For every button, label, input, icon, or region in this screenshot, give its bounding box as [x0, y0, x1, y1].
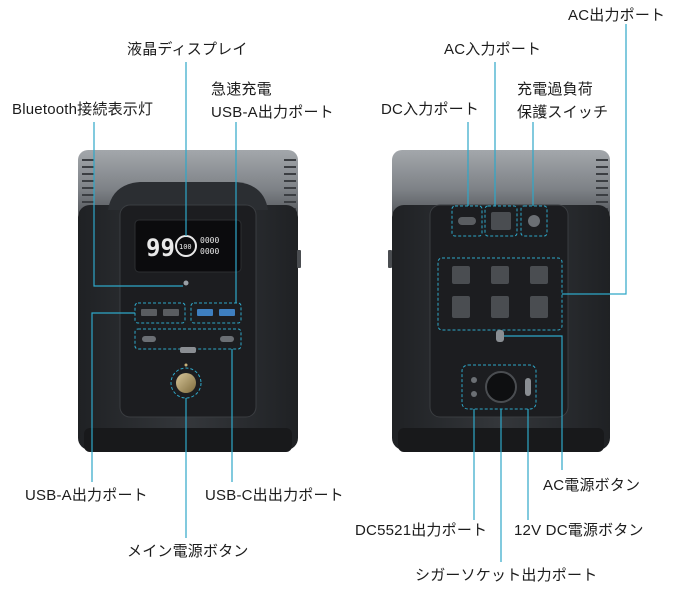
label-fast-usb-a-line1: 急速充電	[211, 81, 272, 98]
label-fast-usb-a-line2: USB-A出力ポート	[211, 104, 334, 121]
overload-switch[interactable]	[528, 215, 540, 227]
usb-a-port[interactable]	[163, 309, 179, 316]
label-main-power-button: メイン電源ボタン	[127, 543, 249, 560]
label-overload-switch: 充電過負荷 保護スイッチ	[517, 78, 608, 124]
ac-power-button[interactable]	[496, 330, 504, 342]
leader-ac-output	[562, 24, 627, 295]
fast-usb-a-group	[190, 302, 242, 324]
main-power-button[interactable]	[176, 373, 196, 393]
cigarette-socket[interactable]	[485, 371, 517, 403]
ac-outlet[interactable]	[452, 266, 470, 284]
leader-lines	[91, 24, 627, 562]
ac-outlets	[452, 266, 548, 318]
usb-c-port[interactable]	[142, 336, 156, 342]
rear-unit	[388, 150, 610, 452]
dc5521-port[interactable]	[471, 377, 477, 383]
display-percent: 100	[179, 243, 192, 251]
ac-outlet[interactable]	[491, 296, 509, 318]
ac-outlet[interactable]	[452, 296, 470, 318]
ac-outlet[interactable]	[530, 266, 548, 284]
label-dc5521-output: DC5521出力ポート	[355, 522, 488, 539]
main-power-button-ring	[170, 367, 202, 399]
front-unit: 99 100 0000 0000	[78, 150, 301, 452]
usb-c-group	[134, 328, 242, 350]
front-handle	[108, 182, 268, 210]
usb-a-port[interactable]	[141, 309, 157, 316]
dc12v-power-button[interactable]	[525, 378, 531, 396]
label-cigarette-output: シガーソケット出力ポート	[415, 567, 598, 584]
display-row-2: 0000	[200, 247, 219, 256]
display-big-digits: 99	[146, 234, 175, 262]
label-dc-input: DC入力ポート	[381, 101, 480, 118]
label-usb-a-output: USB-A出力ポート	[25, 487, 148, 504]
power-led	[184, 363, 188, 367]
ac-outlet[interactable]	[491, 266, 509, 284]
label-bluetooth-indicator: Bluetooth接続表示灯	[12, 101, 154, 118]
label-dc12v-power-button: 12V DC電源ボタン	[514, 522, 644, 539]
bluetooth-indicator	[183, 280, 189, 286]
leader-ac-power-button	[504, 335, 563, 470]
usb-c-port[interactable]	[220, 336, 234, 342]
ac-input-port[interactable]	[491, 212, 511, 230]
rear-side-button	[388, 250, 392, 268]
dc5521-port[interactable]	[471, 391, 477, 397]
dc-input-group	[451, 205, 483, 237]
label-overload-switch-line2: 保護スイッチ	[517, 104, 609, 121]
ac-outlet[interactable]	[530, 296, 548, 318]
usb-toggle[interactable]	[180, 347, 196, 353]
lcd-display	[134, 219, 242, 273]
display-row-1: 0000	[200, 236, 219, 245]
label-ac-power-button: AC電源ボタン	[543, 477, 641, 494]
overload-switch-group	[520, 205, 548, 237]
leader-bluetooth	[93, 122, 183, 287]
label-usb-c-output: USB-C出出力ポート	[205, 487, 344, 504]
leader-usb-a	[91, 312, 135, 482]
label-lcd-display: 液晶ディスプレイ	[127, 41, 248, 58]
label-overload-switch-line1: 充電過負荷	[517, 81, 594, 98]
fast-usb-a-port[interactable]	[219, 309, 235, 316]
rear-top-cap	[392, 150, 610, 222]
dc-input-port[interactable]	[458, 217, 476, 225]
front-side-button	[297, 250, 301, 268]
label-ac-input: AC入力ポート	[444, 41, 542, 58]
label-ac-output: AC出力ポート	[568, 7, 666, 24]
label-fast-usb-a: 急速充電 USB-A出力ポート	[211, 78, 334, 124]
dc-output-group	[461, 364, 537, 410]
fast-usb-a-port[interactable]	[197, 309, 213, 316]
front-base	[84, 428, 292, 452]
ac-input-group	[484, 205, 518, 237]
